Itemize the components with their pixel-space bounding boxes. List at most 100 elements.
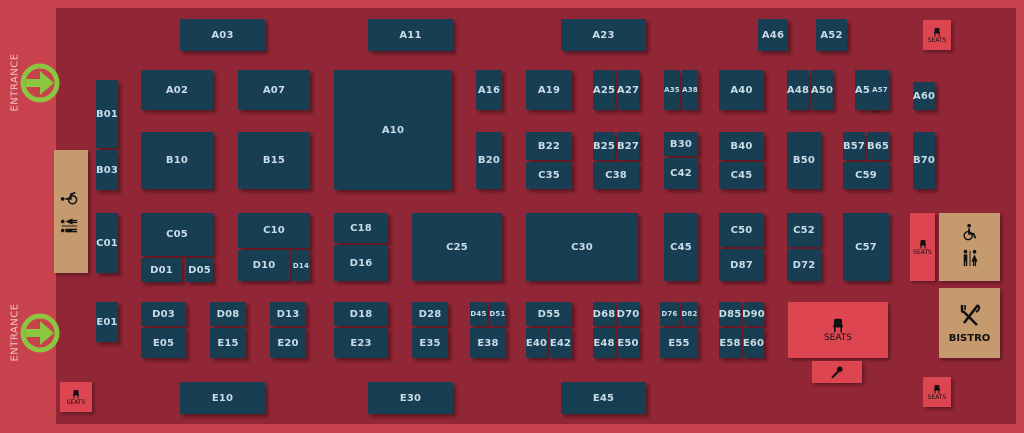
booth[interactable]: E45	[561, 382, 646, 414]
booth[interactable]: A23	[561, 19, 646, 51]
booth[interactable]: B10	[141, 132, 213, 189]
booth[interactable]: B27	[617, 132, 639, 160]
booth[interactable]: D01	[141, 258, 182, 282]
booth[interactable]: A25	[593, 70, 615, 110]
booth[interactable]: C18	[334, 213, 388, 243]
booth[interactable]: D90	[742, 302, 765, 326]
booth[interactable]: A46	[758, 19, 788, 51]
booth[interactable]: E50	[617, 328, 639, 358]
seating-area[interactable]: SEATS	[923, 377, 951, 407]
booth[interactable]: B25	[593, 132, 615, 160]
booth[interactable]: E20	[270, 328, 306, 358]
bistro[interactable]: BISTRO	[939, 288, 1000, 358]
booth[interactable]: C52	[787, 213, 821, 247]
booth[interactable]: B03	[96, 150, 118, 190]
booth[interactable]: E40	[526, 328, 547, 358]
booth[interactable]: A52	[816, 19, 847, 51]
booth[interactable]: D51	[489, 302, 506, 326]
booth[interactable]: B15	[238, 132, 310, 189]
booth[interactable]: E35	[412, 328, 448, 358]
booth[interactable]: D55	[526, 302, 572, 326]
booth[interactable]: C45	[664, 213, 698, 281]
booth[interactable]: D76	[660, 302, 679, 326]
seating-area[interactable]: SEATS	[910, 213, 935, 281]
booth[interactable]: D14	[292, 250, 310, 281]
booth[interactable]: D08	[210, 302, 246, 326]
booth[interactable]: C10	[238, 213, 310, 248]
booth[interactable]: C45	[719, 162, 764, 189]
booth[interactable]: A02	[141, 70, 213, 110]
booth[interactable]: A19	[526, 70, 572, 110]
booth[interactable]: E01	[96, 302, 118, 342]
booth[interactable]: A60	[913, 82, 935, 110]
entrance-label: ENTRANCE	[9, 53, 21, 112]
booth[interactable]: D68	[593, 302, 615, 326]
booth[interactable]: C57	[843, 213, 889, 281]
booth[interactable]: A35	[664, 70, 680, 110]
booth[interactable]: E38	[470, 328, 506, 358]
seating-area[interactable]: SEATS	[923, 20, 951, 50]
booth[interactable]: B50	[787, 132, 821, 189]
booth[interactable]: A48	[787, 70, 809, 110]
booth[interactable]: C50	[719, 213, 764, 247]
booth[interactable]: E55	[660, 328, 698, 358]
stage-microphone[interactable]	[812, 361, 862, 383]
booth[interactable]: D72	[787, 249, 821, 281]
booth[interactable]: C59	[843, 162, 889, 189]
seating-area[interactable]: SEATS	[60, 382, 92, 412]
booth[interactable]: C35	[526, 162, 572, 189]
seats-label: SEATS	[927, 393, 947, 401]
booth[interactable]: C01	[96, 213, 118, 273]
booth[interactable]: D87	[719, 249, 764, 281]
booth[interactable]: B57	[843, 132, 865, 160]
booth[interactable]: A50	[811, 70, 833, 110]
booth[interactable]: D28	[412, 302, 448, 326]
booth[interactable]: E60	[743, 328, 764, 358]
restroom-icon	[960, 249, 980, 271]
booth[interactable]: D18	[334, 302, 388, 326]
booth[interactable]: E23	[334, 328, 388, 358]
booth[interactable]: D03	[141, 302, 186, 326]
booth[interactable]: E42	[549, 328, 572, 358]
booth[interactable]: A07	[238, 70, 310, 110]
booth[interactable]: D05	[186, 258, 213, 282]
booth[interactable]: E15	[210, 328, 246, 358]
booth[interactable]: E48	[593, 328, 615, 358]
booth[interactable]: D10	[238, 250, 290, 281]
booth[interactable]: B65	[867, 132, 889, 160]
booth[interactable]: E58	[719, 328, 741, 358]
booth[interactable]: A10	[334, 70, 452, 190]
booth[interactable]: E30	[368, 382, 453, 414]
booth[interactable]: B20	[476, 132, 502, 189]
booth[interactable]: C38	[593, 162, 639, 189]
booth[interactable]: C25	[412, 213, 502, 281]
booth[interactable]: E05	[141, 328, 186, 358]
booth[interactable]: A38	[682, 70, 698, 110]
booth[interactable]: A16	[476, 70, 502, 110]
booth[interactable]: D70	[617, 302, 639, 326]
booth[interactable]: B70	[913, 132, 935, 189]
booth[interactable]: D13	[270, 302, 306, 326]
restroom-right[interactable]	[939, 213, 1000, 281]
booth[interactable]: A40	[719, 70, 764, 110]
booth[interactable]: A57	[871, 70, 889, 110]
booth[interactable]: B22	[526, 132, 572, 160]
booth[interactable]: A27	[617, 70, 639, 110]
booth[interactable]: D45	[470, 302, 487, 326]
booth[interactable]: B30	[664, 132, 698, 156]
booth[interactable]: E10	[180, 382, 265, 414]
booth[interactable]: A11	[368, 19, 453, 51]
booth[interactable]: D85	[719, 302, 741, 326]
booth[interactable]: D82	[681, 302, 698, 326]
booth[interactable]: D16	[334, 245, 388, 281]
booth[interactable]: C42	[664, 158, 698, 189]
seating-area[interactable]: SEATS	[788, 302, 888, 358]
entrance-arrow-icon[interactable]	[20, 63, 60, 103]
entrance-arrow-icon[interactable]	[20, 313, 60, 353]
restroom-left[interactable]	[54, 150, 88, 273]
booth[interactable]: B40	[719, 132, 764, 160]
booth[interactable]: C30	[526, 213, 638, 281]
booth[interactable]: C05	[141, 213, 213, 256]
booth[interactable]: B01	[96, 80, 118, 148]
booth[interactable]: A03	[180, 19, 265, 51]
